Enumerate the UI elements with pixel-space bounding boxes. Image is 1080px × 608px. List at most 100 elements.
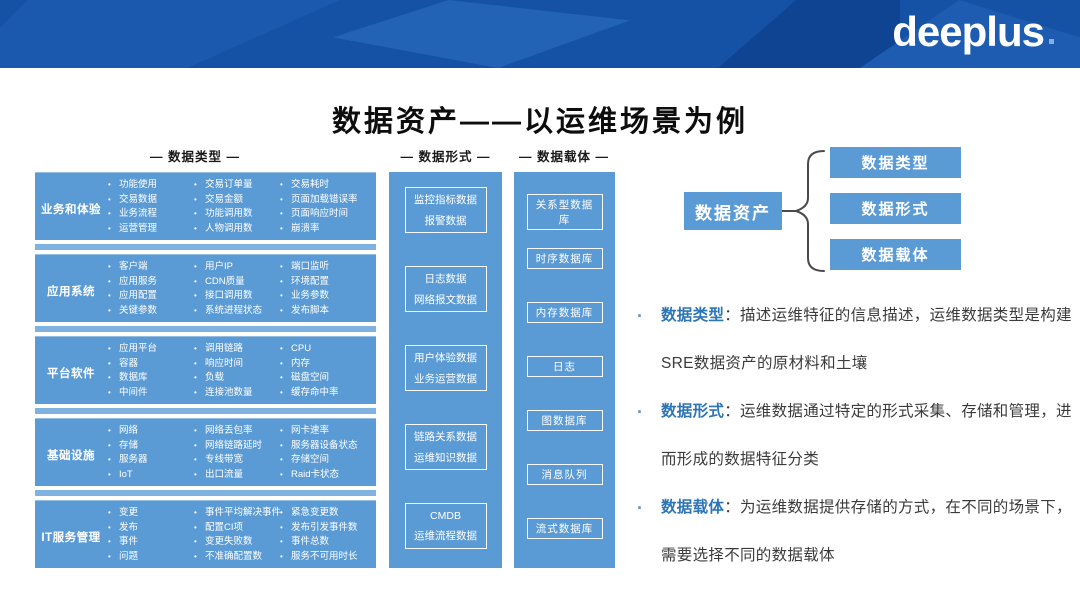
list-item: 不准确配置数 <box>193 550 279 565</box>
form-box-logs: 日志数据 网络报文数据 <box>404 266 487 312</box>
bullet-column: 调用链路响应时间负载连接池数量 <box>193 342 279 404</box>
column-header-data-type: — 数据类型 — <box>150 150 240 164</box>
carrier-box-relational-db: 关系型数据库 <box>526 194 603 230</box>
bullet-term: 数据载体 <box>661 499 725 516</box>
bullet-text: ：描述运维特征的信息描述，运维数据类型是构建SRE数据资产的原材料和土壤 <box>661 307 1072 372</box>
list-item: 交易耗时 <box>279 178 376 193</box>
table-row-infrastructure: 基础设施 网络存储服务器IoT 网络丢包率网络链路延时专线带宽出口流量 网卡速率… <box>35 418 376 486</box>
list-item: 中间件 <box>107 386 193 401</box>
list-item: 应用平台 <box>107 342 193 357</box>
asset-child-data-carrier: 数据载体 <box>830 239 961 270</box>
banner-polygon <box>718 0 900 68</box>
list-item: 紧急变更数 <box>279 506 376 521</box>
list-item: 连接池数量 <box>193 386 279 401</box>
bullet-column: 端口监听环境配置业务参数发布脚本 <box>279 260 376 322</box>
list-item: 容器 <box>107 357 193 372</box>
bullet-column: 网卡速率服务器设备状态存储空间Raid卡状态 <box>279 424 376 486</box>
row-label: IT服务管理 <box>41 532 101 544</box>
list-item: 网络链路延时 <box>193 439 279 454</box>
form-box-line: 网络报文数据 <box>414 294 477 306</box>
list-item: 业务流程 <box>107 207 193 222</box>
list-item: 数据库 <box>107 371 193 386</box>
list-item: Raid卡状态 <box>279 468 376 483</box>
list-item: 用户IP <box>193 260 279 275</box>
list-item: 存储空间 <box>279 453 376 468</box>
table-row-application-system: 应用系统 客户端应用服务应用配置关键参数 用户IPCDN质量接口调用数系统进程状… <box>35 254 376 322</box>
row-separator <box>35 322 376 336</box>
list-item: 问题 <box>107 550 193 565</box>
data-type-table: 业务和体验 功能使用交易数据业务流程运营管理 交易订单量交易金额功能调用数人物调… <box>35 172 376 568</box>
page-title: 数据资产——以运维场景为例 <box>331 106 748 138</box>
carrier-box-message-queue: 消息队列 <box>526 464 603 485</box>
asset-child-data-form: 数据形式 <box>830 193 961 224</box>
form-box-cmdb: CMDB 运维流程数据 <box>404 503 487 549</box>
list-item: 服务器设备状态 <box>279 439 376 454</box>
list-item: 缓存命中率 <box>279 386 376 401</box>
form-box-line: 用户体验数据 <box>414 352 477 364</box>
list-item: 服务不可用时长 <box>279 550 376 565</box>
list-item: 服务器 <box>107 453 193 468</box>
list-item: 事件平均解决事件 <box>193 506 281 521</box>
list-item: CPU <box>279 342 376 357</box>
carrier-box-stream-db: 流式数据库 <box>526 518 603 539</box>
data-carrier-column: 关系型数据库 时序数据库 内存数据库 日志 图数据库 消息队列 流式数据库 <box>514 172 615 568</box>
carrier-box-timeseries-db: 时序数据库 <box>526 248 603 269</box>
carrier-box-graph-db: 图数据库 <box>526 410 603 431</box>
bullet-data-carrier: 数据载体：为运维数据提供存储的方式，在不同的场景下，需要选择不同的数据载体 <box>633 484 1075 580</box>
list-item: 专线带宽 <box>193 453 279 468</box>
bullet-column: 功能使用交易数据业务流程运营管理 <box>107 178 193 240</box>
form-box-line: 链路关系数据 <box>414 431 477 443</box>
list-item: 调用链路 <box>193 342 279 357</box>
table-row-it-service-management: IT服务管理 变更发布事件问题 事件平均解决事件配置CI项变更失败数不准确配置数… <box>35 500 376 568</box>
table-row-platform-software: 平台软件 应用平台容器数据库中间件 调用链路响应时间负载连接池数量 CPU内存磁… <box>35 336 376 404</box>
list-item: 响应时间 <box>193 357 279 372</box>
list-item: 关键参数 <box>107 304 193 319</box>
bullet-column: 网络存储服务器IoT <box>107 424 193 486</box>
list-item: 页面加载错误率 <box>279 193 376 208</box>
brace-icon <box>782 150 825 272</box>
list-item: 应用服务 <box>107 275 193 290</box>
list-item: 变更 <box>107 506 193 521</box>
list-item: 系统进程状态 <box>193 304 279 319</box>
list-item: 发布引发事件数 <box>279 521 376 536</box>
list-item: 磁盘空间 <box>279 371 376 386</box>
list-item: 客户端 <box>107 260 193 275</box>
form-box-user-experience: 用户体验数据 业务运营数据 <box>404 345 487 391</box>
bullet-term: 数据类型 <box>661 307 725 324</box>
list-item: 事件总数 <box>279 535 376 550</box>
row-label: 应用系统 <box>47 286 95 298</box>
column-header-data-carrier: — 数据载体 — <box>519 150 609 164</box>
carrier-box-log: 日志 <box>526 356 603 377</box>
bullet-column: 事件平均解决事件配置CI项变更失败数不准确配置数 <box>193 506 281 568</box>
list-item: CDN质量 <box>193 275 279 290</box>
bullet-term: 数据形式 <box>661 403 725 420</box>
bullet-data-form: 数据形式：运维数据通过特定的形式采集、存储和管理，进而形成的数据特征分类 <box>633 388 1075 484</box>
asset-child-data-type: 数据类型 <box>830 147 961 178</box>
list-item: 页面响应时间 <box>279 207 376 222</box>
bullet-column: 交易耗时页面加载错误率页面响应时间崩溃率 <box>279 178 376 240</box>
list-item: 网络丢包率 <box>193 424 279 439</box>
form-box-line: 运维知识数据 <box>414 452 477 464</box>
data-form-column: 监控指标数据 报警数据 日志数据 网络报文数据 用户体验数据 业务运营数据 链路… <box>389 172 502 568</box>
list-item: 出口流量 <box>193 468 279 483</box>
bullet-column: 变更发布事件问题 <box>107 506 193 568</box>
bullet-data-type: 数据类型：描述运维特征的信息描述，运维数据类型是构建SRE数据资产的原材料和土壤 <box>633 292 1075 388</box>
bullet-text: ：为运维数据提供存储的方式，在不同的场景下，需要选择不同的数据载体 <box>661 499 1072 564</box>
row-separator <box>35 486 376 500</box>
list-item: 运营管理 <box>107 222 193 237</box>
form-box-link-relations: 链路关系数据 运维知识数据 <box>404 424 487 470</box>
list-item: 发布脚本 <box>279 304 376 319</box>
asset-root-box: 数据资产 <box>684 192 782 230</box>
column-header-data-form: — 数据形式 — <box>400 150 491 164</box>
list-item: 崩溃率 <box>279 222 376 237</box>
banner-polygon <box>333 0 630 68</box>
list-item: IoT <box>107 468 193 483</box>
row-label: 业务和体验 <box>41 204 101 216</box>
list-item: 网卡速率 <box>279 424 376 439</box>
row-label: 平台软件 <box>47 368 95 380</box>
deeplus-logo: deeplus <box>892 8 1054 56</box>
list-item: 端口监听 <box>279 260 376 275</box>
list-item: 人物调用数 <box>193 222 279 237</box>
banner-polygon <box>0 0 340 68</box>
